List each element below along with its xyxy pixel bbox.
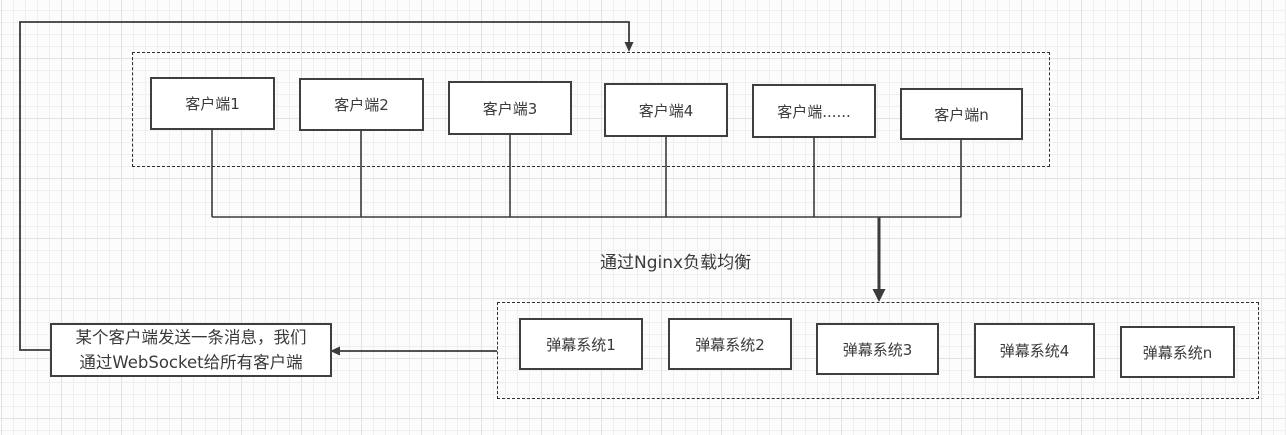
websocket-note-line-1: 某个客户端发送一条消息，我们 [75, 328, 307, 347]
feedback-arrowhead-icon [624, 42, 634, 52]
danmaku-node-4[interactable]: 弹幕系统4 [974, 323, 1095, 378]
client-node-etc[interactable]: 客户端...... [752, 84, 876, 138]
danmaku-node-1[interactable]: 弹幕系统1 [519, 318, 643, 370]
websocket-note-box[interactable]: 某个客户端发送一条消息，我们 通过WebSocket给所有客户端 [50, 323, 332, 377]
danmaku-node-3[interactable]: 弹幕系统3 [816, 323, 939, 375]
danmaku-node-2[interactable]: 弹幕系统2 [668, 318, 792, 370]
client-node-etc-label: 客户端...... [777, 102, 851, 121]
client-node-2-label: 客户端2 [334, 96, 389, 114]
client-node-n-label: 客户端n [934, 105, 989, 124]
client-node-n[interactable]: 客户端n [900, 88, 1023, 140]
clients-group-container[interactable] [132, 52, 1050, 167]
danmaku-node-n-label: 弹幕系统n [1142, 343, 1213, 362]
danmaku-node-1-label: 弹幕系统1 [546, 335, 616, 354]
client-node-3[interactable]: 客户端3 [448, 81, 572, 135]
load-balancer-label: 通过Nginx负载均衡 [600, 253, 752, 273]
danmaku-node-2-label: 弹幕系统2 [695, 335, 765, 354]
client-node-2[interactable]: 客户端2 [299, 78, 424, 131]
client-node-1[interactable]: 客户端1 [150, 77, 275, 130]
nginx-arrowhead-icon [872, 289, 886, 302]
danmaku-node-n[interactable]: 弹幕系统n [1120, 326, 1235, 378]
danmaku-node-3-label: 弹幕系统3 [842, 340, 913, 359]
client-node-4[interactable]: 客户端4 [604, 83, 728, 137]
danmaku-node-4-label: 弹幕系统4 [999, 342, 1070, 360]
client-node-1-label: 客户端1 [185, 95, 240, 113]
client-node-4-label: 客户端4 [638, 101, 694, 120]
websocket-note-line-2: 通过WebSocket给所有客户端 [79, 353, 303, 372]
client-node-3-label: 客户端3 [482, 99, 538, 118]
danmaku-group-container[interactable] [497, 302, 1259, 399]
